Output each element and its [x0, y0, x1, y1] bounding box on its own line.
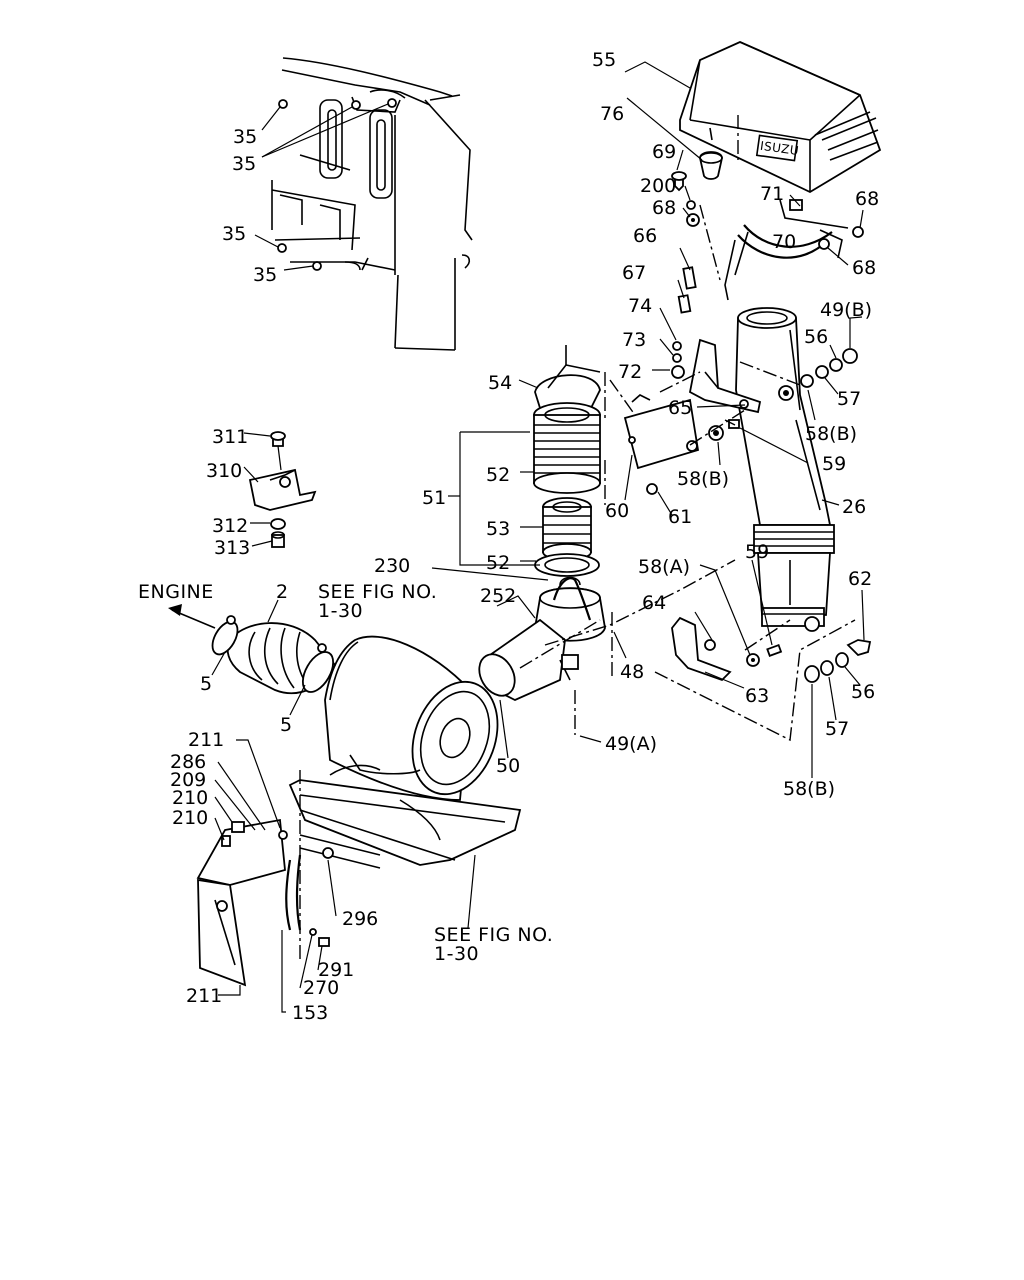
engine-label: ENGINE — [138, 581, 214, 603]
elbow-252 — [478, 576, 606, 701]
part-label: 74 — [628, 295, 652, 317]
center-lines — [299, 361, 856, 960]
part-label: 70 — [772, 231, 796, 253]
part-label: 68 — [652, 197, 676, 219]
engine-arrow — [168, 604, 216, 629]
bracket-63 — [671, 616, 783, 682]
part-label: 48 — [620, 661, 644, 683]
part-labels: 55 76 69 200 68 71 68 70 68 66 67 49(B) … — [170, 49, 879, 1024]
part-label: 63 — [745, 685, 769, 707]
bracket-65 — [688, 338, 762, 414]
part-label: 35 — [233, 126, 257, 148]
precleaner-hood: ISUZU — [679, 41, 882, 194]
part-label: 56 — [804, 326, 828, 348]
part-label: 64 — [642, 592, 666, 614]
part-label: 312 — [212, 515, 248, 537]
part-label: 210 — [172, 807, 208, 829]
part-label: 153 — [292, 1002, 328, 1024]
part-label: 52 — [486, 552, 510, 574]
part-label: 58(B) — [805, 423, 857, 445]
part-label: 211 — [188, 729, 224, 751]
part-label: 69 — [652, 141, 676, 163]
leader-lines — [211, 61, 865, 1013]
element-52-top — [533, 402, 601, 494]
part-label: 2 — [276, 581, 288, 603]
part-label: 53 — [486, 518, 510, 540]
part-label: 230 — [374, 555, 410, 577]
see-fig-note-2: SEE FIG NO. — [434, 924, 553, 946]
part-label: 68 — [852, 257, 876, 279]
inlet-hose-2 — [211, 615, 337, 695]
intake-duct-26 — [735, 307, 835, 632]
part-label: 286 — [170, 751, 206, 773]
see-fig-note-1-number: 1-30 — [318, 600, 363, 622]
part-label: 26 — [842, 496, 866, 518]
mount-310 — [248, 431, 317, 548]
part-label: 62 — [848, 568, 872, 590]
part-label: 210 — [172, 787, 208, 809]
part-label: 291 — [318, 959, 354, 981]
see-fig-note-1: SEE FIG NO. — [318, 581, 437, 603]
part-label: 310 — [206, 460, 242, 482]
part-label: 59 — [745, 541, 769, 563]
part-label: 55 — [592, 49, 616, 71]
part-label: 60 — [605, 500, 629, 522]
part-label: 50 — [496, 755, 520, 777]
part-label: 49(B) — [820, 299, 872, 321]
part-label: 313 — [214, 537, 250, 559]
part-label: 76 — [600, 103, 624, 125]
band-clamp-70 — [724, 199, 864, 301]
part-label: 65 — [668, 397, 692, 419]
part-label: 57 — [837, 388, 861, 410]
air-cleaner-body — [324, 635, 499, 801]
part-label: 270 — [303, 977, 339, 999]
leaders-35 — [254, 103, 389, 271]
part-label: 73 — [622, 329, 646, 351]
part-label: 49(A) — [605, 733, 657, 755]
part-label: 51 — [422, 487, 446, 509]
hose-230 — [552, 577, 592, 621]
see-fig-note-2-number: 1-30 — [434, 943, 479, 965]
support-frame — [196, 764, 522, 987]
washers-lower-right — [804, 639, 872, 683]
part-label: 200 — [640, 175, 676, 197]
part-label: 67 — [622, 262, 646, 284]
small-parts-stack — [671, 171, 721, 379]
part-label: 68 — [855, 188, 879, 210]
element-53 — [542, 497, 592, 561]
part-label: 66 — [633, 225, 657, 247]
cab-outline — [271, 57, 473, 351]
bracket-60 — [623, 394, 700, 470]
part-label: 296 — [342, 908, 378, 930]
part-label: 209 — [170, 769, 206, 791]
part-label: 5 — [280, 714, 292, 736]
gasket-52-bottom — [534, 553, 600, 577]
part-label: 54 — [488, 372, 512, 394]
part-label: 35 — [222, 223, 246, 245]
part-label: 35 — [232, 153, 256, 175]
part-label: 58(B) — [783, 778, 835, 800]
part-label: 5 — [200, 673, 212, 695]
part-label: 71 — [760, 183, 784, 205]
part-label: 35 — [253, 264, 277, 286]
part-label: 59 — [822, 453, 846, 475]
text-notes: ENGINE SEE FIG NO. 1-30 SEE FIG NO. 1-30 — [138, 581, 553, 965]
part-label: 72 — [618, 361, 642, 383]
part-label: 57 — [825, 718, 849, 740]
isuzu-logo: ISUZU — [759, 139, 800, 158]
part-label: 52 — [486, 464, 510, 486]
part-label: 252 — [480, 585, 516, 607]
cap-76 — [699, 151, 723, 180]
part-label: 211 — [186, 985, 222, 1007]
part-label: 61 — [668, 506, 692, 528]
part-label: 311 — [212, 426, 248, 448]
part-label: 58(A) — [638, 556, 690, 578]
part-label: 56 — [851, 681, 875, 703]
part-label: 58(B) — [677, 468, 729, 490]
